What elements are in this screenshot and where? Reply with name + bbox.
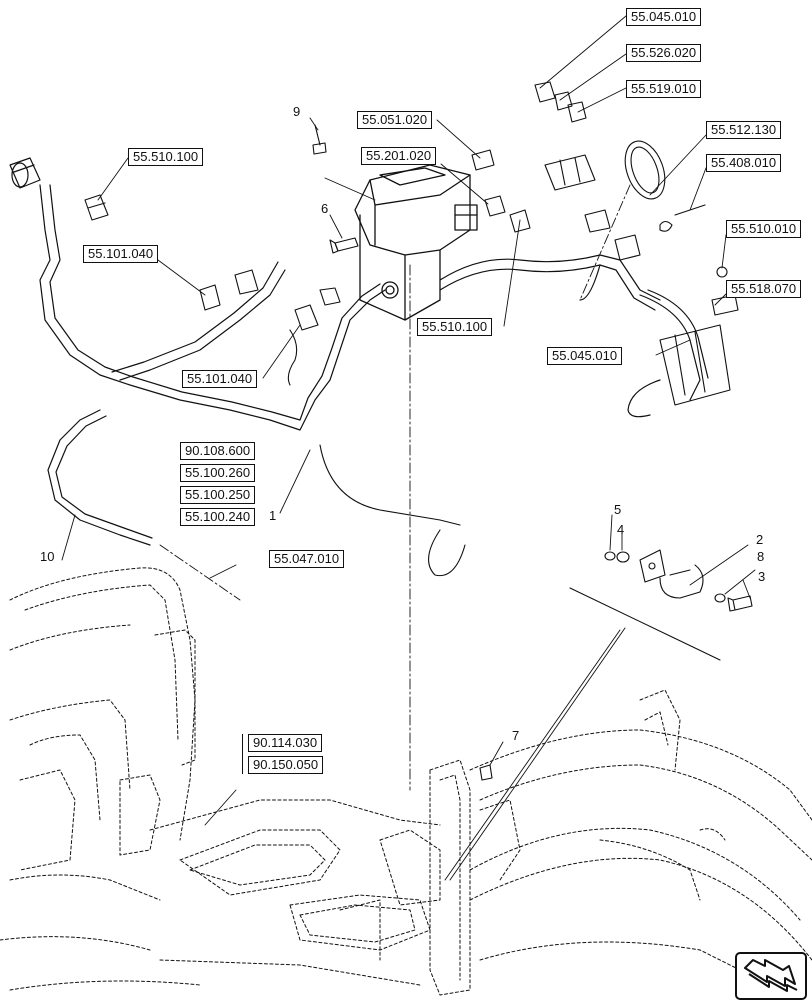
callout-9: 9	[293, 104, 301, 119]
ref-label-55-526-020[interactable]: 55.526.020	[626, 44, 702, 62]
callout-5: 5	[614, 502, 622, 517]
main-harness	[39, 184, 709, 431]
ref-label-55-100-250[interactable]: 55.100.250	[180, 486, 256, 504]
bolt-6	[329, 237, 359, 254]
connector-55-101-040-a	[199, 269, 259, 311]
fuse-block	[659, 324, 731, 406]
connector-55-045-010-top	[534, 81, 587, 123]
ref-label-55-045-010-right[interactable]: 55.045.010	[547, 347, 623, 365]
leader-lines	[61, 15, 756, 881]
callout-10: 10	[40, 549, 55, 564]
ref-label-55-519-010[interactable]: 55.519.010	[626, 80, 702, 98]
side-cable	[47, 409, 153, 546]
control-module	[354, 164, 478, 321]
ref-label-55-100-240[interactable]: 55.100.240	[180, 508, 256, 526]
ref-label-55-100-260[interactable]: 55.100.260	[180, 464, 256, 482]
ref-label-55-051-020[interactable]: 55.051.020	[357, 111, 433, 129]
connector-right-c	[614, 234, 641, 261]
relay-block	[544, 154, 596, 191]
callout-6: 6	[321, 201, 329, 216]
ref-label-55-510-010[interactable]: 55.510.010	[726, 220, 802, 238]
ref-label-90-114-030[interactable]: 90.114.030	[248, 734, 323, 752]
grommet-55-512-130	[624, 140, 666, 200]
sensor-55-408-010	[659, 204, 706, 232]
ref-label-55-512-130[interactable]: 55.512.130	[706, 121, 782, 139]
ref-label-55-045-010-top[interactable]: 55.045.010	[626, 8, 702, 26]
callout-1: 1	[269, 508, 277, 523]
ref-label-55-518-070[interactable]: 55.518.070	[726, 280, 802, 298]
ref-label-90-108-600[interactable]: 90.108.600	[180, 442, 256, 460]
connector-55-201-020	[484, 195, 506, 217]
ref-label-55-201-020[interactable]: 55.201.020	[361, 147, 437, 165]
connector-55-510-100-right	[509, 209, 531, 233]
bracket-assembly	[569, 549, 753, 661]
ref-label-55-101-040-top[interactable]: 55.101.040	[83, 245, 159, 263]
connector-55-101-040-b	[294, 287, 341, 331]
ref-label-55-101-040-bottom[interactable]: 55.101.040	[182, 370, 258, 388]
ref-label-55-047-010[interactable]: 55.047.010	[269, 550, 345, 568]
callout-2: 2	[756, 532, 764, 547]
callout-3: 3	[758, 569, 766, 584]
next-page-arrow-icon[interactable]	[735, 952, 807, 1000]
clip-7	[479, 764, 493, 781]
callout-8: 8	[757, 549, 765, 564]
callout-4: 4	[617, 522, 625, 537]
ref-label-55-510-100-left[interactable]: 55.510.100	[128, 148, 204, 166]
ref-label-55-510-100-right[interactable]: 55.510.100	[417, 318, 493, 336]
stack-bracket	[242, 734, 243, 774]
connector-55-051-020	[471, 149, 495, 171]
connector-right-b	[584, 209, 611, 233]
connector-55-510-100-left	[84, 194, 109, 221]
ref-label-90-150-050[interactable]: 90.150.050	[248, 756, 324, 774]
cab-structure	[0, 567, 812, 996]
callout-7: 7	[512, 728, 520, 743]
arrow-glyph	[744, 959, 798, 992]
screw-9	[312, 124, 327, 155]
ref-label-55-408-010[interactable]: 55.408.010	[706, 154, 782, 172]
left-connector	[9, 157, 41, 189]
